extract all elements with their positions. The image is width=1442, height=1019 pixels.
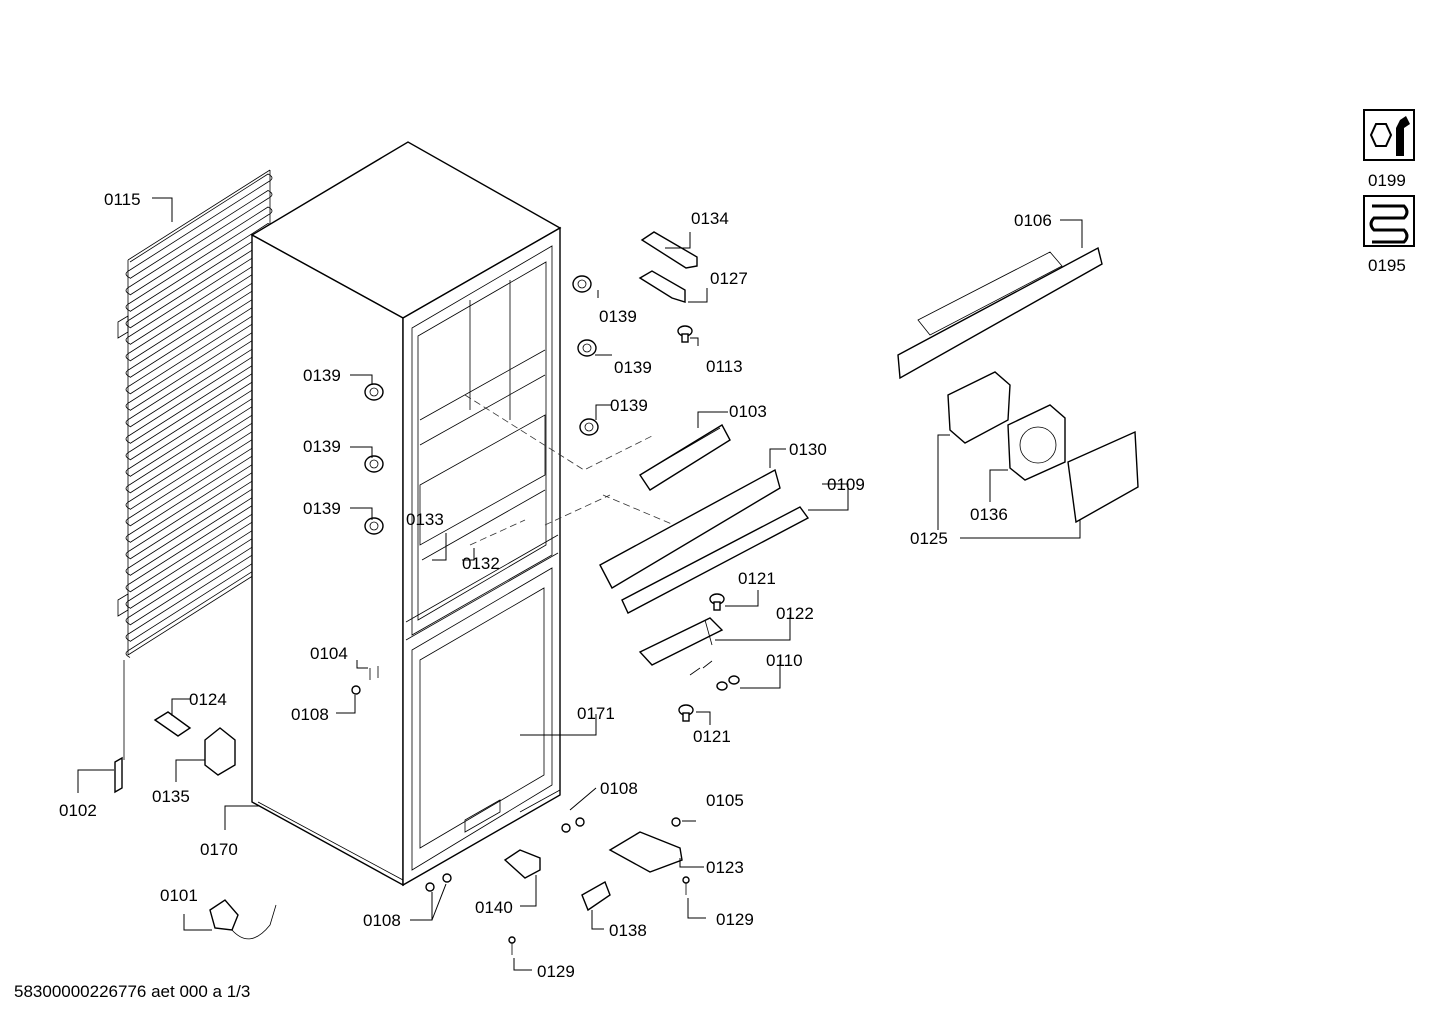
label-0121-a: 0121 (738, 569, 776, 588)
label-0121-b: 0121 (693, 727, 731, 746)
label-0129-a: 0129 (716, 910, 754, 929)
label-0139-a: 0139 (303, 366, 341, 385)
fuse-part (114, 756, 123, 794)
label-0130: 0130 (789, 440, 827, 459)
label-0108-b: 0108 (600, 779, 638, 798)
label-0113: 0113 (706, 357, 743, 376)
label-0139-d: 0139 (599, 307, 637, 326)
door-rail-part (599, 468, 781, 589)
label-0110: 0110 (766, 651, 803, 670)
hinge-cover-part (640, 231, 698, 269)
label-0199: 0199 (1368, 171, 1406, 190)
hinge-bracket-part (638, 270, 686, 303)
label-0108-c: 0108 (363, 911, 401, 930)
control-module-part (639, 424, 731, 491)
leader-lines (77, 197, 1083, 971)
fridge-cabinet (250, 141, 562, 887)
label-0139-e: 0139 (614, 358, 652, 377)
label-0122: 0122 (776, 604, 814, 623)
screw-parts-0129 (508, 876, 690, 955)
power-cord (209, 899, 277, 940)
foot-part (503, 849, 541, 879)
label-0109: 0109 (827, 475, 865, 494)
label-0108-a: 0108 (291, 705, 329, 724)
label-0133: 0133 (406, 510, 444, 529)
label-0124: 0124 (189, 690, 227, 709)
label-0140: 0140 (475, 898, 513, 917)
condenser-coil (117, 169, 273, 760)
label-0135: 0135 (152, 787, 190, 806)
label-0134: 0134 (691, 209, 729, 228)
label-0171: 0171 (577, 704, 615, 723)
fan-part (1007, 404, 1066, 481)
screw-part (677, 325, 693, 343)
label-0125: 0125 (910, 529, 948, 548)
hinge-caps (364, 275, 599, 535)
screw-part-0105 (671, 817, 681, 827)
control-panel-part (897, 246, 1103, 380)
label-0129-b: 0129 (537, 962, 575, 981)
label-0103: 0103 (729, 402, 767, 421)
coil-icon (1363, 195, 1415, 247)
label-0138: 0138 (609, 921, 647, 940)
base-hinge-part (608, 831, 683, 873)
part-labels: 0115 0134 0127 0106 0139 0139 0139 0139 … (59, 171, 1406, 981)
label-0136: 0136 (970, 505, 1008, 524)
label-0139-b: 0139 (303, 437, 341, 456)
hinge-part (638, 617, 724, 666)
screw-part-0121a (709, 593, 725, 611)
label-0123: 0123 (706, 858, 744, 877)
assembly-lines (464, 394, 687, 546)
label-0106: 0106 (1014, 211, 1052, 230)
label-0105: 0105 (706, 791, 744, 810)
label-0104: 0104 (310, 644, 348, 663)
document-footer: 58300000226776 aet 000 a 1/3 (14, 982, 251, 1001)
fan-housing-part (947, 371, 1011, 444)
label-0102: 0102 (59, 801, 97, 820)
label-0139-c: 0139 (303, 499, 341, 518)
label-0139-f: 0139 (610, 396, 648, 415)
clip-part (581, 880, 611, 912)
label-0132: 0132 (462, 554, 500, 573)
label-0170: 0170 (200, 840, 238, 859)
fan-cover-part (1067, 430, 1139, 524)
relay-box-part (204, 727, 236, 776)
cover-plate-part (153, 711, 192, 737)
label-0195: 0195 (1368, 256, 1406, 275)
label-0115: 0115 (104, 190, 141, 209)
label-0101: 0101 (160, 886, 198, 905)
tool-icon (1363, 109, 1415, 161)
door-strip-part (621, 506, 810, 614)
washer-parts (689, 660, 740, 691)
screw-part-0121b (678, 704, 694, 722)
small-screws (351, 666, 585, 892)
label-0127: 0127 (710, 269, 748, 288)
